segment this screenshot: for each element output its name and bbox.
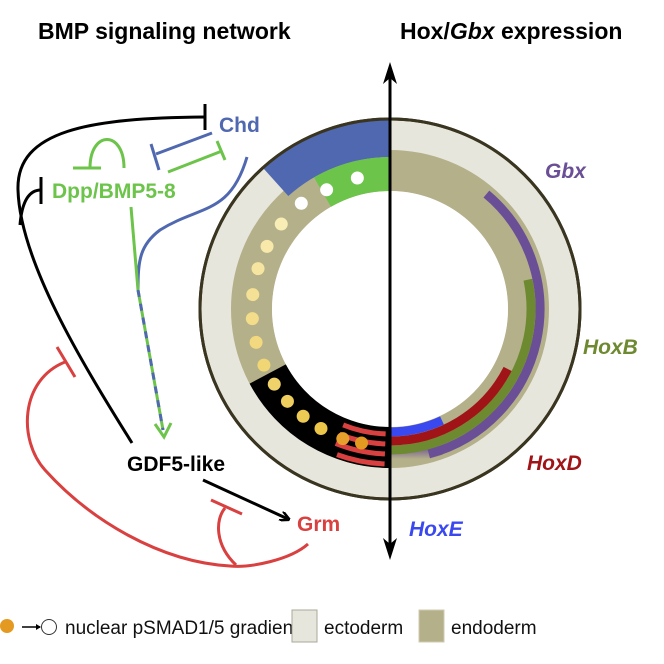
psmad-nucleus — [350, 171, 364, 185]
psmad-nucleus — [296, 409, 310, 423]
edge-dpp-inhibits-chd — [167, 149, 223, 174]
dpp-expression-domain — [314, 157, 390, 207]
edge-gdf5-activates-grm — [202, 478, 288, 519]
psmad-nucleus — [267, 377, 281, 391]
psmad-nucleus — [336, 432, 350, 446]
legend-gradient-label: nuclear pSMAD1/5 gradient — [65, 618, 299, 639]
psmad-nucleus — [260, 239, 274, 253]
node-dpp-bmp5-8: Dpp/BMP5-8 — [52, 180, 176, 203]
hoxb-expression-arc — [390, 278, 536, 455]
arrow-to-gdf5-icon — [153, 422, 173, 440]
psmad-nuclei — [245, 171, 369, 450]
right-gene-arcs — [390, 190, 545, 464]
title-bmp-network: BMP signaling network — [38, 18, 291, 44]
psmad-nucleus — [280, 394, 294, 408]
label-hoxd: HoxD — [527, 452, 582, 475]
grm-stripe — [334, 441, 386, 457]
legend: nuclear pSMAD1/5 gradient ectoderm endod… — [0, 609, 537, 643]
gdf5-expression-domain — [249, 364, 390, 468]
edge-gdf5-inhibits-chd — [16, 115, 206, 444]
legend-ectoderm-label: ectoderm — [324, 618, 403, 639]
hoxd-expression-arc — [390, 366, 512, 446]
left-domains — [245, 119, 390, 468]
label-hoxb: HoxB — [583, 336, 638, 359]
legend-ectoderm-swatch — [291, 609, 318, 643]
chd-expression-domain — [263, 119, 390, 197]
label-gbx: Gbx — [545, 160, 587, 183]
legend-arrow-icon — [36, 624, 41, 630]
node-chd: Chd — [219, 114, 260, 137]
label-hoxe: HoxE — [409, 518, 464, 541]
hoxe-expression-arc — [390, 416, 444, 437]
node-gdf5-like: GDF5-like — [127, 453, 225, 476]
arrow-down-icon — [383, 538, 397, 560]
psmad-nucleus — [245, 312, 259, 326]
title-hox-expression: Hox/Gbx expression — [400, 18, 622, 44]
psmad-nucleus — [294, 196, 308, 210]
edge-grm-self-inhibition — [217, 507, 238, 567]
legend-endoderm-label: endoderm — [451, 618, 537, 639]
psmad-nucleus — [257, 358, 271, 372]
psmad-nucleus — [314, 422, 328, 436]
gbx-expression-arc — [427, 190, 545, 459]
psmad-nucleus — [251, 262, 265, 276]
edge-grm-inhibits-loop — [26, 360, 309, 568]
edge-dpp-self-inhibition — [88, 138, 126, 169]
legend-orange-nucleus-icon — [0, 619, 14, 633]
node-grm: Grm — [297, 513, 340, 536]
psmad-nucleus — [249, 335, 263, 349]
psmad-nucleus — [246, 288, 260, 302]
edge-chd-inhibits-dpp — [155, 131, 213, 156]
edge-inhibits-dpp — [18, 188, 42, 226]
legend-white-nucleus-icon — [41, 619, 57, 635]
grm-stripe — [342, 422, 386, 437]
edge-chd-to-gdf5 — [136, 156, 249, 291]
network-edges — [16, 104, 309, 568]
psmad-nucleus — [320, 183, 334, 197]
axis-arrow — [383, 62, 397, 560]
psmad-nucleus — [274, 217, 288, 231]
psmad-nucleus — [355, 436, 369, 450]
legend-endoderm-swatch — [418, 609, 445, 643]
grm-stripe — [336, 452, 385, 467]
arrow-up-icon — [383, 62, 397, 84]
